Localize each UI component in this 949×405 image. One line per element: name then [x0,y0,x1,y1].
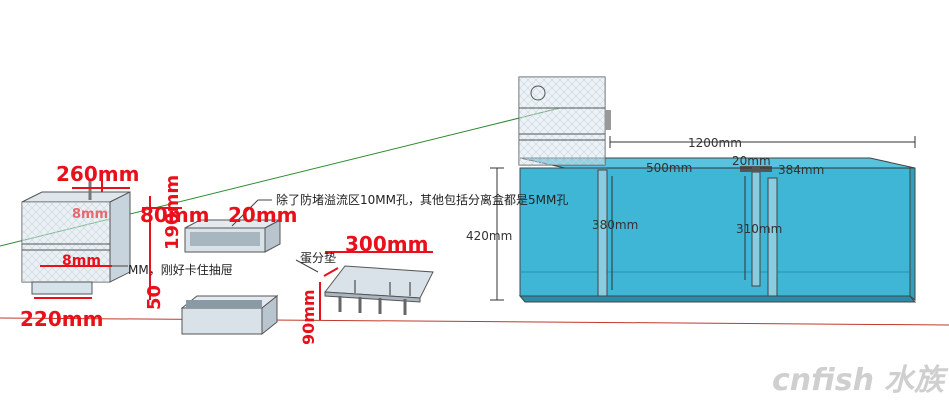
note-holes: 除了防堵溢流区10MM孔，其他包括分离盒都是5MM孔 [276,192,568,207]
tank-height-label: 420mm [466,229,512,243]
inner-380-label: 380mm [592,218,638,232]
upper-drawer [184,219,281,253]
tank-section-500-label: 500mm [646,161,692,175]
inner-310-label: 310mm [736,222,782,236]
skimmer-pad [324,265,434,315]
left-box-small-label: 8mm [62,253,101,269]
filter-box [21,180,131,295]
watermark-sub: 水族 [884,363,949,398]
drawer-width-label-2: 20mm [228,203,298,227]
tank-dimension-lines [490,136,916,301]
lower-drawer [180,294,279,336]
sump-tank [518,157,917,303]
watermark-logo: cnfish [772,363,874,398]
left-box-width-label: 260mm [56,162,139,186]
pad-name-label: 蛋分垫 [300,250,336,265]
drawer-width-label: 80mm [140,203,210,227]
left-box-bottom-label: 220mm [20,307,103,331]
overflow-box [518,76,611,166]
tank-length-label: 1200mm [688,136,742,150]
red-dimension-lines [34,172,433,320]
vertical-50-label: 50 [144,285,165,310]
pad-width-label: 300mm [345,232,428,256]
vertical-stack-label: 190mm [162,175,183,250]
left-box-small-label-2: 8mm [72,207,108,222]
pad-height-label: 90mm [299,289,318,345]
tank-section-384-label: 384mm [778,163,824,177]
note-clip: MM，刚好卡住抽屉 [128,263,233,277]
ground-line [0,317,949,326]
tank-section-20-label: 20mm [732,154,771,168]
note-leader-lines [112,199,319,273]
